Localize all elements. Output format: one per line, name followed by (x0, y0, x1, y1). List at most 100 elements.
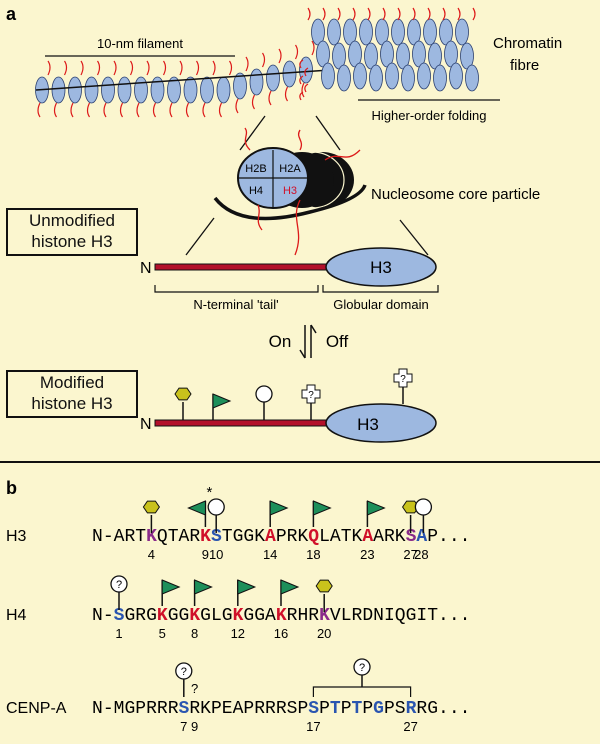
unmodified-histone-box: Unmodified histone H3 (6, 208, 138, 256)
sequence-residue: R (287, 527, 298, 547)
methylation-hexagon-icon (142, 500, 161, 514)
sequence-residue: S (406, 527, 417, 547)
sequence-residue: K (297, 527, 308, 547)
sequence-residue: S (179, 699, 190, 719)
h3-globular-domain (325, 247, 437, 287)
tail-bracket (154, 285, 319, 293)
histone-tail-squiggle (96, 60, 101, 76)
acetylation-flag-icon (161, 579, 181, 595)
sequence-residue: R (135, 606, 146, 626)
histone-tail-squiggle (261, 52, 266, 68)
sequence-residue: M (114, 699, 125, 719)
sequence-residue: A (373, 527, 384, 547)
histone-tail-squiggle (146, 60, 150, 76)
fibre-nucleosome (353, 62, 367, 90)
sequence-residue: - (103, 527, 114, 547)
phosphorylation-circle-icon (175, 662, 193, 680)
histone-tail-squiggle (202, 102, 206, 118)
sequence-residue: Q (157, 527, 168, 547)
fibre-tail-squiggle (299, 91, 304, 101)
sequence-residue: N (92, 606, 103, 626)
sequence-residue: N (92, 699, 103, 719)
histone-tail-squiggle (47, 60, 51, 76)
tail-label: N-terminal 'tail' (193, 297, 278, 312)
acetylation-flag-icon (280, 579, 300, 595)
histone-tail-squiggle (37, 102, 41, 118)
sequence-residue: A (265, 527, 276, 547)
fibre-nucleosome (417, 62, 431, 90)
sequence-residue: . (438, 606, 449, 626)
fibre-tail-squiggle (472, 7, 476, 21)
h3-globular-text: H3 (370, 258, 392, 277)
sequence-residue: G (222, 606, 233, 626)
sequence-residue: K (189, 606, 200, 626)
n-terminus-label: N (140, 260, 152, 277)
histone-h2b-label: H2B (245, 163, 266, 175)
sequence-residue: I (384, 606, 395, 626)
histone-tail-squiggle (179, 60, 183, 76)
fibre-nucleosome (327, 18, 341, 46)
modified-histone-box: Modified histone H3 (6, 370, 138, 418)
acetylation-flag-icon (269, 500, 289, 516)
nucleosome-core-particle (213, 127, 367, 256)
modified-line-2: histone H3 (31, 394, 113, 413)
sequence-residue: N (373, 606, 384, 626)
sequence-residue: G (373, 699, 384, 719)
sequence-residue: N (92, 527, 103, 547)
histone-h2a-label: H2A (279, 163, 301, 175)
histone-tail-squiggle (218, 102, 223, 118)
unknown-modification-icon (301, 384, 321, 404)
sequence-residue: K (254, 527, 265, 547)
histone-tail-squiggle (245, 56, 249, 72)
sequence-residue: A (233, 699, 244, 719)
sequence-residue: . (438, 699, 449, 719)
sequence-residue: S (287, 699, 298, 719)
sequence-residue: P (341, 699, 352, 719)
histone-tail-squiggle (235, 98, 239, 114)
unknown-mark-text: ? (308, 390, 314, 401)
sequence-residue: . (460, 606, 471, 626)
sequence-residue: K (157, 606, 168, 626)
sequence-residue: G (200, 606, 211, 626)
acetylation-flag-icon (237, 579, 257, 595)
histone-h3-label: H3 (283, 185, 297, 197)
folding-label: Higher-order folding (372, 108, 487, 123)
sequence-residue: R (157, 699, 168, 719)
sequence-residue: R (287, 606, 298, 626)
residue-number: 9 (191, 719, 198, 734)
histone-tail-squiggle (284, 86, 289, 102)
acetylation-flag-icon (366, 500, 386, 516)
methylation-hexagon-icon (315, 579, 333, 593)
sequence-residue: R (265, 699, 276, 719)
phosphorylation-circle-icon (353, 658, 371, 676)
sequence-residue: - (103, 606, 114, 626)
sequence-residue: . (438, 527, 449, 547)
sequence-residue: G (254, 606, 265, 626)
sequence-residue: G (427, 699, 438, 719)
fibre-nucleosome (359, 18, 373, 46)
fibre-nucleosome (465, 64, 479, 92)
histone-tail-squiggle (162, 60, 167, 76)
sequence-residue: L (341, 606, 352, 626)
residue-number: 23 (360, 547, 374, 562)
chromatin-label: Chromatin (493, 35, 562, 52)
sequence-residue: R (406, 699, 417, 719)
phosphorylation-circle-icon (414, 498, 433, 516)
sequence-residue: G (124, 606, 135, 626)
sequence-residue: K (233, 606, 244, 626)
sequence-residue: R (416, 699, 427, 719)
modified-line-1: Modified (39, 373, 105, 392)
fibre-tail-squiggle (352, 7, 356, 21)
fibre-tail-squiggle (304, 83, 309, 93)
sequence-residue: K (200, 699, 211, 719)
residue-number: 14 (263, 547, 277, 562)
sequence-residue: Q (395, 606, 406, 626)
sequence-residue: R (189, 527, 200, 547)
fibre-tail-squiggle (304, 67, 309, 77)
sequence-residue: A (114, 527, 125, 547)
fibre-tail-squiggle (322, 7, 326, 21)
fibre-nucleosome (369, 64, 383, 92)
fibre-tail-squiggle (299, 59, 304, 69)
